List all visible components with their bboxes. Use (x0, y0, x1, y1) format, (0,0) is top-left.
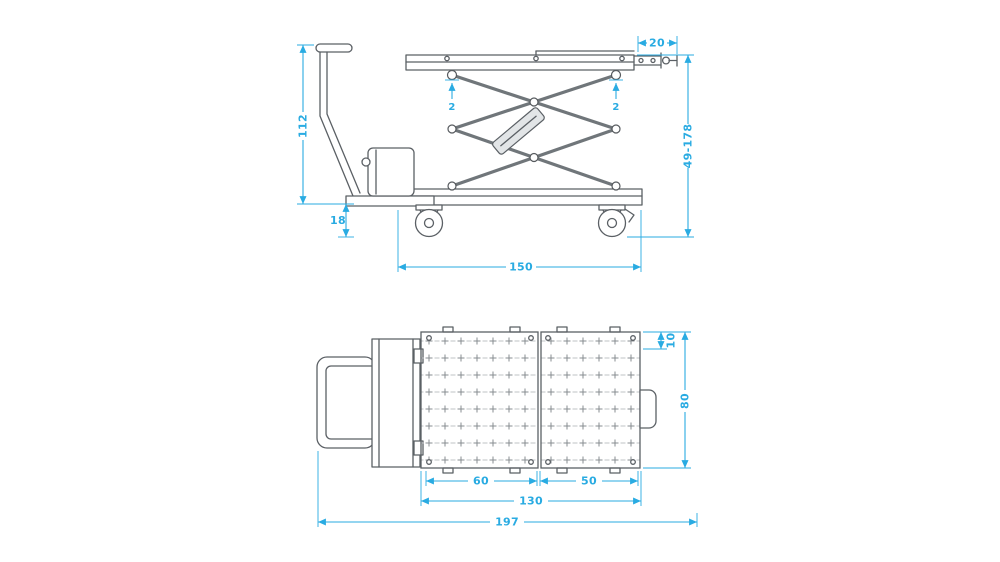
top-roller-right (610, 69, 622, 81)
caster-rear (597, 204, 635, 238)
platform-assembly (405, 50, 678, 71)
dim-left-plate: 60 (425, 471, 538, 488)
lift-range-label: 49-178 (682, 124, 695, 169)
overall-length-label: 197 (495, 516, 519, 529)
brake-lever (624, 208, 635, 223)
ground-clearance-label: 18 (330, 214, 346, 227)
dim-ground-clearance: 18 (330, 204, 354, 238)
wheel-hub (606, 217, 618, 229)
bolt (533, 55, 539, 62)
dim-drawbar-extension: 20 (637, 36, 678, 54)
drawbar (633, 52, 678, 69)
dim-edge-offset: 10 (643, 331, 691, 350)
dim-lift-range: 49-178 (627, 54, 695, 238)
dim-overall-length: 197 (317, 451, 698, 529)
center-pivot (529, 97, 539, 107)
wheel-hub (423, 217, 435, 229)
bolt (545, 459, 551, 465)
tab (609, 326, 621, 333)
dim-right-plate: 50 (539, 471, 639, 488)
plate-left (420, 331, 539, 469)
platform-width-label: 80 (679, 393, 692, 409)
base-length-label: 150 (509, 261, 533, 274)
dim-roller-offset-right: 2 (609, 79, 623, 113)
bolt (426, 459, 432, 465)
body-block (371, 338, 421, 468)
bolt (545, 335, 551, 341)
platform-plates (420, 326, 657, 474)
handle-tube-inner (326, 51, 361, 194)
handle-grip (315, 43, 353, 53)
bolt (528, 335, 534, 341)
handle-tube-outer (319, 51, 354, 197)
bolt (650, 57, 656, 64)
bolt (444, 55, 450, 62)
center-pivot (529, 152, 539, 163)
bolt (630, 459, 636, 465)
bottom-pivot (447, 181, 457, 191)
handle-loop-inner (325, 365, 379, 440)
tab (509, 467, 521, 474)
edge-offset-label: 10 (665, 333, 678, 349)
tab (609, 467, 621, 474)
tab (556, 467, 568, 474)
bolt (426, 335, 432, 341)
handle-plan (316, 356, 379, 449)
bolt (638, 57, 644, 64)
caster-front (414, 204, 444, 238)
tab (556, 326, 568, 333)
roller-offset-right-label: 2 (612, 102, 619, 113)
bolt (630, 335, 636, 341)
right-plate-label: 50 (581, 475, 597, 488)
plan-view-dimensions: 10 80 60 50 130 (317, 331, 698, 529)
bolt (528, 459, 534, 465)
pump-knob (361, 157, 371, 167)
tab (509, 326, 521, 333)
roller-offset-left-label: 2 (448, 102, 455, 113)
handle-assembly (315, 43, 361, 197)
lift-cylinder (492, 107, 545, 155)
plate-right (540, 331, 641, 469)
drawbar-extension-label: 20 (649, 37, 665, 50)
side-view (315, 43, 678, 238)
dim-overall-height: 112 (297, 44, 354, 205)
pump-box (367, 147, 415, 197)
tab (442, 326, 454, 333)
side-tab (639, 389, 657, 429)
pump-unit (361, 147, 415, 197)
bolt (619, 55, 625, 62)
left-plate-label: 60 (473, 475, 489, 488)
dim-roller-offset-left: 2 (445, 79, 459, 113)
pivot (611, 124, 621, 134)
top-roller-left (446, 69, 458, 81)
scissor-mechanism (446, 69, 622, 191)
dim-platform-length: 130 (420, 471, 642, 508)
dim-platform-width: 80 (643, 332, 692, 469)
side-view-dimensions: 112 18 150 20 2 2 (297, 36, 695, 274)
pivot (447, 124, 457, 134)
platform-length-label: 130 (519, 495, 543, 508)
body-plan (371, 338, 424, 468)
plan-view (316, 326, 657, 474)
dim-base-length: 150 (397, 210, 642, 274)
tab (442, 467, 454, 474)
overall-height-label: 112 (297, 114, 310, 138)
base-frame (345, 188, 643, 207)
bottom-pivot (611, 181, 621, 191)
